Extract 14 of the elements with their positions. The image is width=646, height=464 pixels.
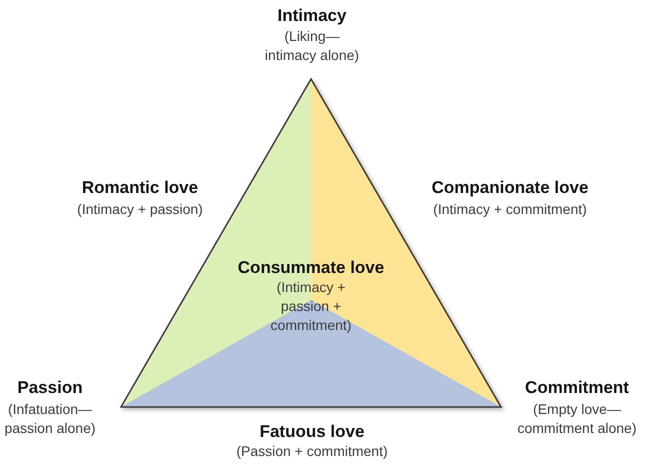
vertex-description: (Infatuation— passion alone) [3,400,97,438]
side-heading: Fatuous love [260,421,364,443]
vertex-description: (Liking— intimacy alone) [264,27,360,65]
side-heading: Romantic love [82,177,198,199]
side-heading: Companionate love [432,177,588,199]
side-description: (Passion + commitment) [236,442,388,461]
center-description: (Intimacy + passion + commitment) [270,278,352,335]
vertex-heading: Commitment [525,377,629,399]
vertex-description: (Empty love— commitment alone) [516,400,638,438]
vertex-heading: Intimacy [278,5,346,27]
side-description: (Intimacy + passion) [77,200,203,219]
side-description: (Intimacy + commitment) [433,200,587,219]
center-heading: Consummate love [238,257,384,279]
vertex-heading: Passion [17,377,83,399]
